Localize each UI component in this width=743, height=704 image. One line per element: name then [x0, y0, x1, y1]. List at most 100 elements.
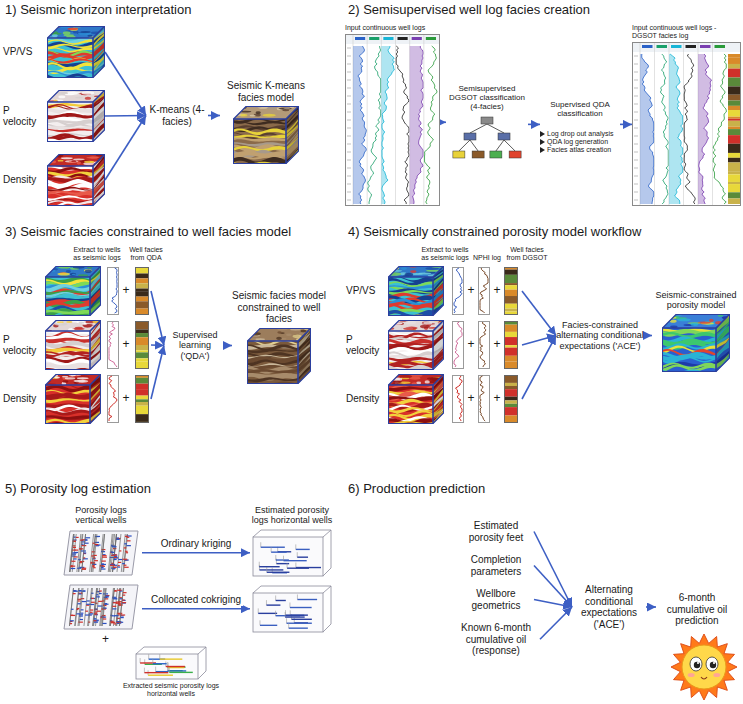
edge-label: Ordinary kriging — [159, 538, 234, 550]
panel-title: 4) Seismically constrained porosity mode… — [348, 225, 738, 240]
seismic-cube — [233, 106, 299, 164]
panel-title: 1) Seismic horizon interpretation — [5, 3, 340, 18]
seismic-cube — [247, 328, 311, 384]
input-text: Known 6-month cumulative oil (response) — [452, 622, 540, 657]
flow-arrow — [151, 346, 164, 399]
node-text: Seismic K-means facies model — [220, 80, 312, 103]
seismic-log — [107, 375, 119, 423]
seismic-cube — [45, 320, 101, 370]
input-row: VP/VS++ — [346, 266, 522, 316]
node-text: Facies-constrained alternating condition… — [556, 320, 644, 351]
well-log-panel: Input continuous well logs - DGSOT facie… — [632, 24, 741, 206]
flow-arrow — [534, 600, 572, 608]
node-text: Porosity logs vertical wells — [60, 505, 142, 526]
seismic-log — [107, 267, 119, 315]
flow-arrow — [105, 52, 146, 116]
seismic-cube — [47, 154, 105, 206]
flow-arrow — [540, 607, 572, 639]
flow-arrow — [142, 608, 250, 610]
node-text: Log drop out analysis — [547, 130, 614, 138]
node-text: Seismic-constrained porosity model — [652, 290, 740, 311]
flow-arrow — [522, 336, 556, 399]
facies-log — [135, 267, 149, 315]
seismic-cube — [45, 266, 101, 316]
facies-model: Seismic facies model constrained to well… — [232, 290, 326, 384]
flow-arrow — [151, 291, 164, 346]
node-text: + — [119, 338, 133, 352]
flow-arrow — [105, 115, 146, 117]
node-text: Facies atlas creation — [547, 146, 611, 154]
bullet-arrow — [540, 131, 545, 137]
classification-tree: Semisupervised DGSOT classification (4-f… — [446, 84, 528, 161]
process-text: Alternating conditional expectations ('A… — [572, 584, 646, 630]
node-text: Extracted seismic porosity logs horizont… — [112, 682, 230, 698]
horizontal-wells-image — [135, 646, 207, 680]
bullet-arrow — [540, 139, 545, 145]
well-image: + — [60, 582, 142, 646]
seismic-volume: VP/VS — [3, 26, 105, 78]
edge-label: Collocated cokriging — [149, 594, 243, 606]
flow-arrow — [151, 344, 164, 346]
tree-diagram — [450, 115, 524, 161]
seismic-cube — [45, 374, 101, 424]
mascot-sun — [668, 632, 740, 702]
node-text: Supervised QDA classification — [540, 100, 620, 118]
column-heading: Well facies from QDA — [126, 246, 166, 262]
seismic-cube — [388, 266, 444, 316]
column-heading: NPHI log — [470, 254, 504, 262]
well-log-panel: Input continuous well logs — [345, 24, 440, 206]
node-text: 6-month cumulative oil prediction — [656, 592, 738, 627]
facies-log — [135, 375, 149, 423]
node-text: Known 6-month cumulative oil (response) — [452, 622, 540, 657]
node-text: Completion parameters — [458, 554, 534, 577]
panel-title: 6) Production prediction — [348, 482, 738, 497]
flow-arrow — [528, 124, 540, 126]
seismic-cube — [47, 26, 105, 78]
seismic-log — [478, 321, 490, 369]
node-text: Estimated porosity feet — [458, 520, 534, 543]
node-text: + — [464, 284, 478, 298]
node-text: + — [119, 392, 133, 406]
seismic-log — [478, 375, 490, 423]
seismic-cube — [388, 320, 444, 370]
flow-arrow — [534, 566, 572, 608]
horizontal-wells-image — [252, 529, 332, 577]
node-text: Wellbore geometrics — [458, 588, 534, 611]
input-row: VP/VS+ — [3, 266, 151, 316]
vertical-wells-image — [62, 528, 140, 578]
input-row: P velocity + — [3, 320, 151, 370]
process-text: Supervised QDA classificationLog drop ou… — [540, 100, 620, 155]
node-text: K-means (4-facies) — [146, 104, 208, 127]
input-text: Estimated porosity feet — [458, 520, 534, 543]
panel-title: 2) Semisupervised well log facies creati… — [348, 3, 738, 18]
process-text: K-means (4-facies) — [146, 104, 208, 127]
seismic-cube — [388, 374, 444, 424]
vertical-wells-image — [62, 582, 140, 632]
output-text: 6-month cumulative oil prediction — [656, 592, 738, 627]
node-text: P velocity — [3, 105, 45, 128]
well-image: Extracted seismic porosity logs horizont… — [112, 646, 230, 698]
seismic-log — [107, 321, 119, 369]
flow-arrow — [620, 124, 632, 126]
node-text: Input continuous well logs - DGSOT facie… — [632, 24, 741, 40]
input-row: Density++ — [346, 374, 522, 424]
node-text: Supervised learning ('QDA') — [164, 330, 226, 361]
node-text: + — [119, 284, 133, 298]
node-text: Density — [3, 174, 45, 186]
node-text: QDA log generation — [547, 138, 608, 146]
seismic-log — [452, 321, 464, 369]
node-text: VP/VS — [3, 46, 45, 58]
well-image: Estimated porosity logs horizontal wells — [250, 505, 334, 633]
seismic-cube — [47, 90, 105, 142]
node-text: P velocity — [3, 334, 43, 357]
node-text: Seismic facies model constrained to well… — [232, 290, 326, 325]
bullet-arrow — [540, 147, 545, 153]
seismic-log — [478, 267, 490, 315]
seismic-log — [452, 375, 464, 423]
input-text: Completion parameters — [458, 554, 534, 577]
facies-log — [504, 375, 518, 423]
seismic-volume: Density — [3, 154, 105, 206]
facies-model: Seismic K-means facies model — [220, 80, 312, 164]
flow-arrow — [646, 606, 656, 608]
flow-arrow — [534, 532, 572, 608]
